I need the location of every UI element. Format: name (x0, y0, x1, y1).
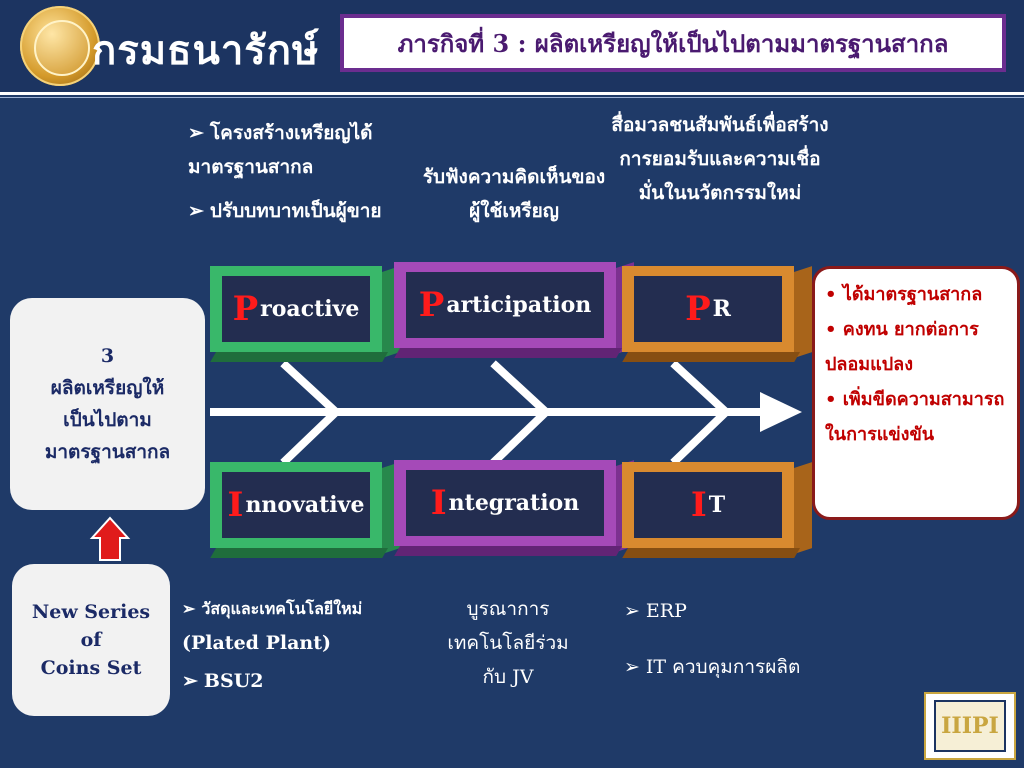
result-item: • คงทน ยากต่อการปลอมแปลง (825, 319, 979, 375)
arrow-bullet-icon: ➢ (624, 600, 640, 622)
arrow-bullet-icon: ➢ (182, 599, 196, 618)
block-label: ntegration (448, 490, 580, 516)
slide-title: ภารกิจที่ 3 : ผลิตเหรียญให้เป็นไปตามมาตร… (340, 14, 1006, 72)
spine-arrowhead (760, 392, 802, 432)
annotation-item: ➢โครงสร้างเหรียญได้มาตรฐานสากล (188, 122, 373, 178)
rib-3 (670, 360, 732, 466)
block-initial: I (227, 485, 244, 525)
arrow-bullet-icon: ➢ (182, 670, 198, 692)
badge-logo: IIIPI (934, 700, 1006, 752)
listen-annotation: รับฟังความคิดเห็นของผู้ใช้เหรียญ (422, 166, 606, 222)
block-initial: P (418, 285, 445, 325)
block-initial: P (685, 289, 711, 329)
header-divider-thin (0, 97, 1024, 98)
materials-plated: (Plated Plant) (182, 632, 331, 654)
coins-line: of (80, 629, 102, 651)
mission-number: 3 (100, 345, 115, 367)
arrow-bullet-icon: ➢ (188, 200, 204, 222)
slide-title-text: ภารกิจที่ 3 : ผลิตเหรียญให้เป็นไปตามมาตร… (397, 28, 949, 58)
mission-line: ผลิตเหรียญให้ (50, 377, 165, 399)
rib-2 (490, 360, 552, 466)
block-label: nnovative (245, 492, 365, 518)
integration-annotation: บูรณาการเทคโนโลยีร่วมกับ JV (447, 598, 569, 688)
block-label: R (712, 296, 731, 322)
block-initial: I (430, 483, 447, 523)
block-label: T (708, 492, 726, 518)
arrow-bullet-icon: ➢ (624, 656, 640, 678)
mission-line: เป็นไปตาม (63, 409, 152, 431)
result-item: • เพิ่มขีดความสามารถในการแข่งขัน (825, 389, 1005, 445)
block-initial: I (690, 485, 707, 525)
block-label: articipation (446, 292, 592, 318)
it-annotation: ➢ERP ➢IT ควบคุมการผลิต (624, 600, 801, 678)
coins-line: Coins Set (40, 657, 142, 679)
org-name: กรมธนารักษ์ (92, 28, 320, 74)
header-divider (0, 92, 1024, 95)
result-item: • ได้มาตรฐานสากล (825, 284, 983, 305)
arrow-bullet-icon: ➢ (188, 122, 204, 144)
mission-line: มาตรฐานสากล (44, 441, 171, 463)
materials-annotation: ➢วัสดุและเทคโนโลยีใหม่ (Plated Plant) ➢B… (182, 592, 432, 698)
top-left-annotation: ➢โครงสร้างเหรียญได้มาตรฐานสากล ➢ปรับบทบา… (188, 116, 428, 228)
badge-text: IIIPI (941, 713, 999, 739)
rib-1 (280, 360, 342, 466)
annotation-item: ➢ปรับบทบาทเป็นผู้ขาย (188, 200, 382, 222)
up-arrow (89, 516, 131, 561)
media-annotation: สื่อมวลชนสัมพันธ์เพื่อสร้างการยอมรับและค… (611, 114, 829, 204)
seal-inner-ring (34, 20, 90, 76)
coins-line: New Series (31, 601, 151, 623)
block-label: roactive (260, 296, 360, 322)
results-box: • ได้มาตรฐานสากล • คงทน ยากต่อการปลอมแปล… (812, 266, 1020, 520)
coins-set-box: New Series of Coins Set (12, 564, 170, 716)
block-initial: P (232, 289, 259, 329)
mission-box: 3 ผลิตเหรียญให้ เป็นไปตาม มาตรฐานสากล (10, 298, 205, 510)
